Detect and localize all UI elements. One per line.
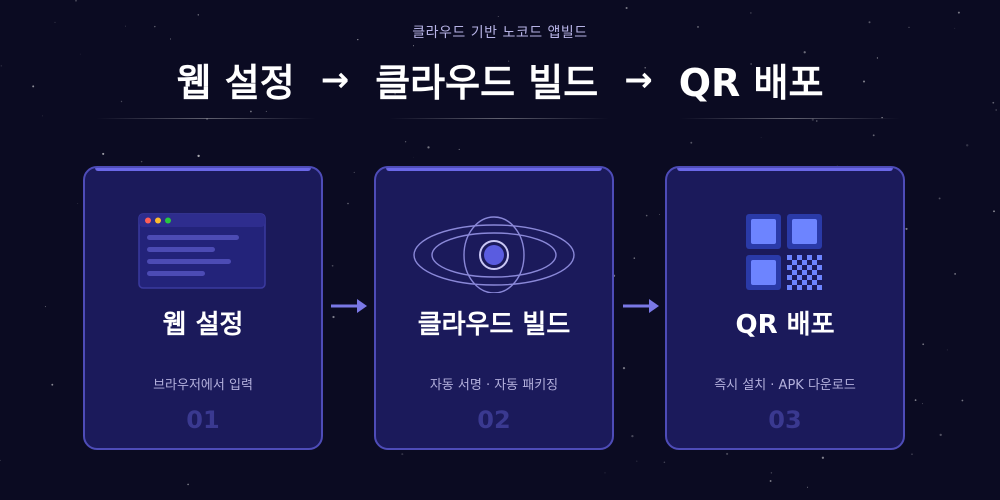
card-description: 즉시 설치 · APK 다운로드: [714, 378, 856, 393]
page-subtitle: 클라우드 기반 노코드 앱빌드: [412, 25, 588, 41]
flow-arrow-icon: [623, 299, 659, 313]
card-title: QR 배포: [735, 310, 835, 340]
page-title: 웹 설정 → 클라우드 빌드 → QR 배포: [0, 52, 1000, 107]
card-title: 클라우드 빌드: [417, 310, 571, 340]
step-number: 01: [186, 406, 220, 434]
browser-window-icon: [85, 208, 321, 298]
step-card-cloud-build: 클라우드 빌드 자동 서명 · 자동 패키징 02: [374, 166, 614, 450]
step-card-qr-deploy: QR 배포 즉시 설치 · APK 다운로드 03: [665, 166, 905, 450]
divider-line: [96, 118, 316, 119]
cloud-orbit-icon: [376, 208, 612, 298]
divider-line: [680, 118, 900, 119]
title-step-1: 웹 설정: [176, 61, 295, 105]
card-title: 웹 설정: [162, 310, 244, 340]
title-arrow-1: →: [320, 59, 350, 100]
title-step-2: 클라우드 빌드: [375, 61, 599, 105]
step-number: 03: [768, 406, 802, 434]
divider-line: [389, 118, 609, 119]
step-card-web-setup: 웹 설정 브라우저에서 입력 01: [83, 166, 323, 450]
qr-code-icon: [667, 208, 903, 298]
flow-arrow-icon: [331, 299, 367, 313]
step-number: 02: [477, 406, 511, 434]
card-description: 브라우저에서 입력: [153, 378, 253, 393]
card-description: 자동 서명 · 자동 패키징: [429, 378, 559, 393]
title-arrow-2: →: [624, 59, 653, 100]
title-step-3: QR 배포: [678, 61, 824, 105]
